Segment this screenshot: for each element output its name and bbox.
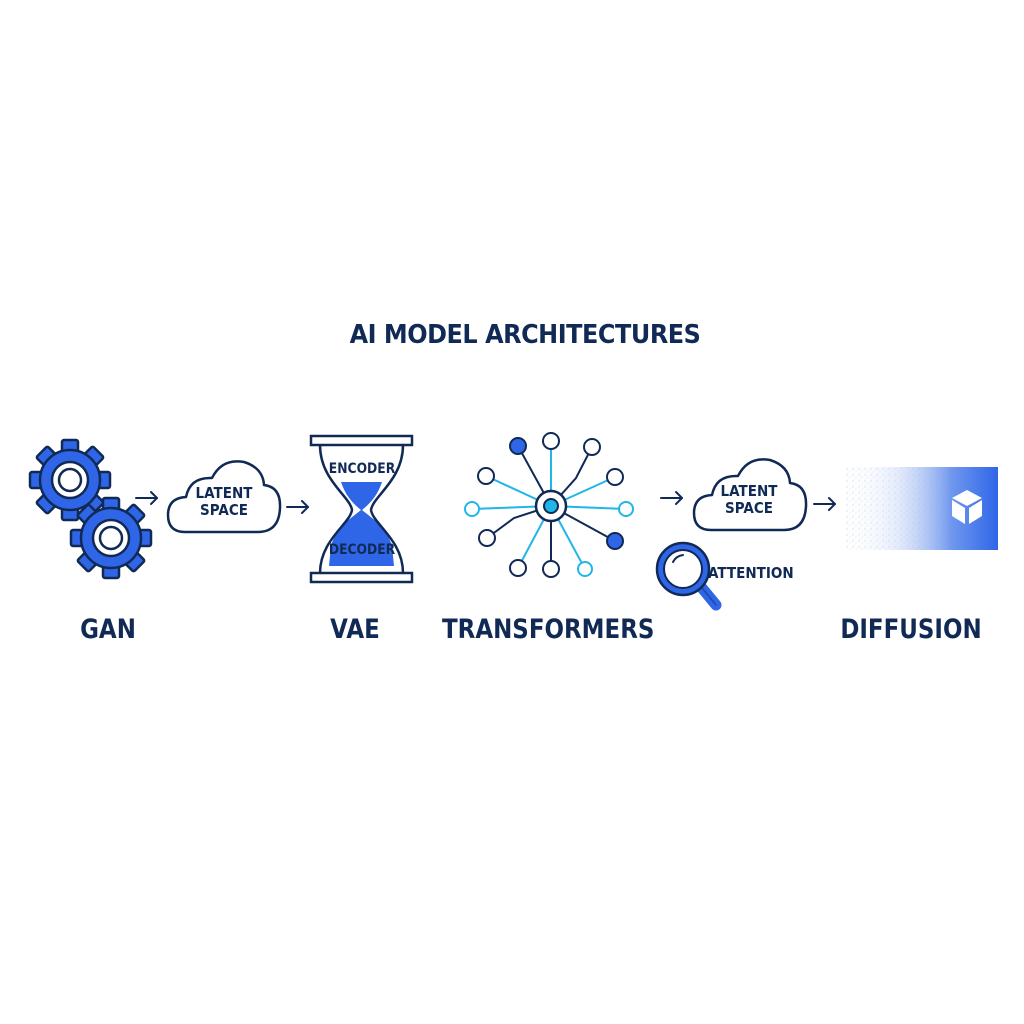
- hourglass-icon: [309, 434, 414, 584]
- magnifier-icon: [655, 541, 722, 611]
- label-diffusion: DIFFUSION: [840, 614, 982, 645]
- cube-icon: [952, 490, 982, 524]
- attention-label: ATTENTION: [708, 564, 794, 582]
- arrow-icon-4: [813, 497, 836, 511]
- decoder-label: DECODER: [328, 542, 396, 558]
- arrow-icon-3: [660, 491, 683, 505]
- diffusion-icon: [845, 467, 998, 550]
- arrow-icon-1: [135, 491, 158, 505]
- cloud-label-1: LATENT SPACE: [195, 484, 253, 519]
- label-gan: GAN: [80, 614, 136, 645]
- gear-icon-top: [28, 438, 112, 522]
- cloud-label-2: LATENT SPACE: [720, 482, 778, 517]
- label-transformers: TRANSFORMERS: [442, 614, 655, 645]
- encoder-label: ENCODER: [328, 461, 396, 477]
- cloud-icon-1: [166, 460, 282, 534]
- diagram-title: AI MODEL ARCHITECTURES: [349, 320, 701, 350]
- arrow-icon-2: [286, 500, 309, 514]
- gear-icon-bottom: [69, 496, 153, 580]
- network-icon: [464, 432, 634, 578]
- label-vae: VAE: [330, 614, 380, 645]
- cloud-icon-2: [692, 458, 808, 532]
